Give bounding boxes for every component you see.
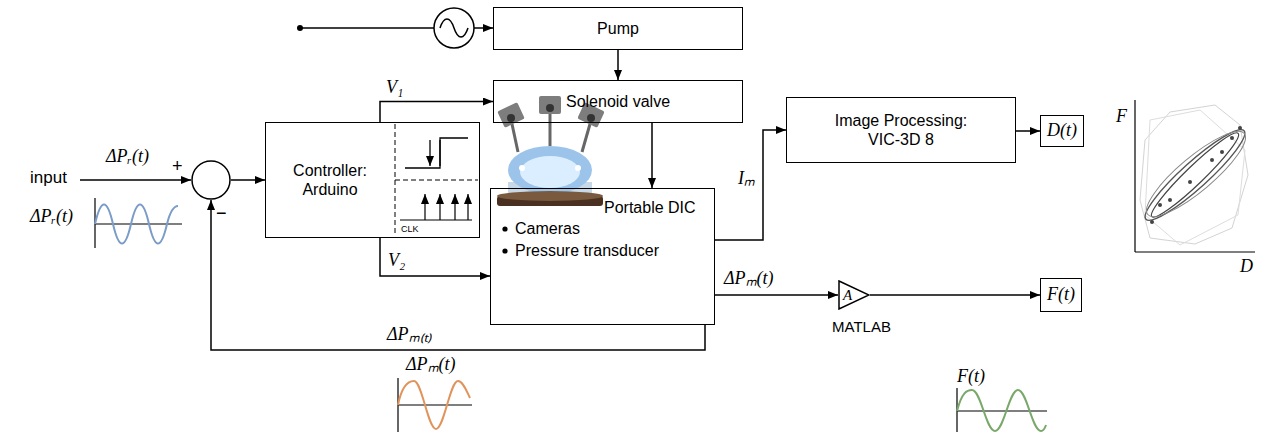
- reference-plot: [95, 198, 182, 248]
- dic-system-box: Portable DIC CamerasPressure transducer: [490, 188, 715, 325]
- input-label: input: [28, 168, 69, 188]
- signal-arrow: [715, 294, 838, 296]
- clock-label: CLK: [399, 224, 421, 235]
- ac-source: [297, 8, 493, 48]
- signal-arrow: [380, 238, 490, 276]
- signal-label: V₁: [384, 77, 405, 99]
- process-box: Pump: [493, 7, 743, 50]
- signal-label: ΔPₘ(t): [722, 268, 776, 290]
- gain-amplifier: A: [838, 280, 870, 310]
- output-box: F(t): [1040, 278, 1082, 312]
- controller-panel: [395, 124, 478, 236]
- plot-label: ΔPₘ(t): [404, 354, 458, 376]
- bullet: [501, 246, 515, 256]
- hysteresis-plot: [1135, 100, 1255, 252]
- signal-arrow: [870, 294, 1040, 296]
- controller-box: Controller: Arduino: [265, 122, 480, 238]
- axis-label: F: [1114, 106, 1129, 128]
- signal-label: V₂: [386, 250, 407, 272]
- dic-device: [497, 96, 605, 206]
- gain-label: A: [843, 286, 852, 304]
- signal-label: ΔPₘ₍ₜ₎: [385, 324, 434, 346]
- box-label: Solenoid valve: [566, 92, 670, 111]
- process-box: Solenoid valve: [493, 80, 743, 123]
- signal-label: Iₘ: [736, 168, 757, 190]
- output-box: D(t): [1040, 115, 1084, 147]
- bullet-text: Pressure transducer: [515, 241, 659, 260]
- axis-label: D: [1238, 256, 1255, 278]
- box-label: Pump: [597, 19, 639, 38]
- bullet-row: Cameras: [501, 219, 580, 238]
- junction-circle: [191, 160, 231, 200]
- input-line: [80, 179, 191, 181]
- signal-arrow: [380, 102, 493, 123]
- software-label: MATLAB: [830, 318, 893, 336]
- box-label: F(t): [1047, 284, 1075, 306]
- box-label: Controller: Arduino: [274, 161, 386, 199]
- bullet-text: Cameras: [515, 219, 580, 238]
- box-label: Image Processing: VIC-3D 8: [826, 111, 976, 149]
- amplifier-triangle: [838, 280, 870, 310]
- bullet-row: Pressure transducer: [501, 241, 659, 260]
- box-heading: Portable DIC: [604, 198, 696, 217]
- process-box: Image Processing: VIC-3D 8: [786, 97, 1016, 163]
- signal-arrow: [617, 50, 619, 80]
- bullet: [501, 224, 515, 234]
- force-plot: [957, 388, 1047, 432]
- plot-label: F(t): [955, 366, 987, 388]
- signal-arrow: [715, 130, 786, 240]
- plot-label: ΔPᵣ(t): [28, 206, 75, 228]
- signal-label: ΔPᵣ(t): [104, 146, 151, 168]
- signal-arrow: [651, 123, 653, 188]
- box-label: D(t): [1047, 120, 1077, 142]
- measured-plot: [398, 378, 472, 432]
- summing-junction: +−: [191, 160, 231, 200]
- controller-text-area: Controller: Arduino: [266, 123, 394, 237]
- signal-arrow: [211, 200, 705, 350]
- signal-arrow: [231, 179, 265, 181]
- sign-label: +: [172, 156, 183, 178]
- sign-label: −: [216, 203, 227, 225]
- signal-arrow: [1016, 130, 1040, 132]
